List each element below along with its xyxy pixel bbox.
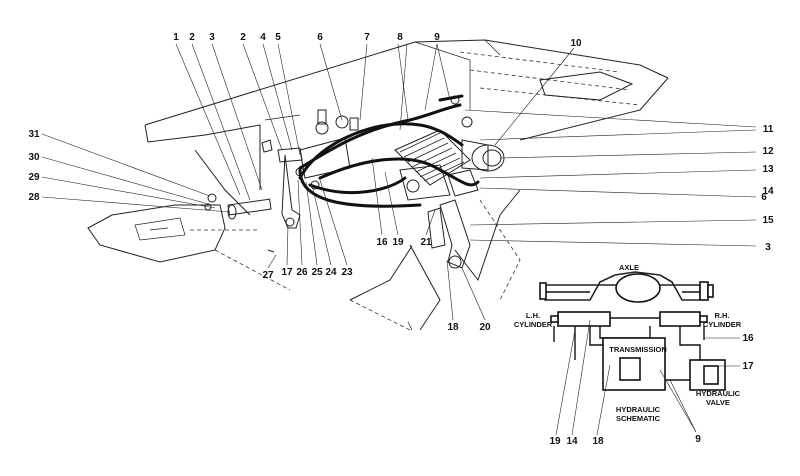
schematic-callout-18: 18 — [592, 436, 604, 447]
callout-6-right: 6 — [761, 192, 767, 203]
callouts-top: 1 2 3 2 4 5 6 7 8 9 10 — [173, 32, 582, 49]
callout-8: 8 — [397, 32, 403, 43]
callout-31: 31 — [28, 129, 40, 140]
callout-2: 2 — [189, 32, 195, 43]
lh-cylinder-label-1: L.H. — [526, 311, 540, 320]
schematic-callout-16: 16 — [742, 333, 754, 344]
hydraulic-valve-label-1: HYDRAULIC — [696, 389, 741, 398]
hoses — [298, 94, 480, 208]
schematic-callout-19: 19 — [549, 436, 561, 447]
callout-24: 24 — [325, 267, 337, 278]
callouts-bottom: 27 17 26 25 24 23 16 19 21 18 20 — [262, 237, 491, 333]
axle-label: AXLE — [619, 263, 639, 272]
callout-15: 15 — [762, 215, 774, 226]
callout-14: 14 — [762, 186, 774, 197]
callout-6: 6 — [317, 32, 323, 43]
callout-13: 13 — [762, 164, 774, 175]
callout-5: 5 — [275, 32, 281, 43]
callout-26: 26 — [296, 267, 308, 278]
components — [204, 95, 505, 269]
hydraulic-schematic-label-1: HYDRAULIC — [616, 405, 661, 414]
hydraulic-schematic: AXLE L.H. CYLINDER R.H. CYLINDER TRANSMI… — [514, 263, 754, 447]
callout-17: 17 — [281, 267, 293, 278]
hydraulic-schematic-label-2: SCHEMATIC — [616, 414, 661, 423]
callout-12: 12 — [762, 146, 774, 157]
pump — [394, 129, 471, 186]
schematic-callout-9: 9 — [695, 434, 701, 445]
callout-27: 27 — [262, 270, 274, 281]
callout-3: 3 — [209, 32, 215, 43]
schematic-callout-17: 17 — [742, 361, 754, 372]
rh-cylinder-label-1: R.H. — [715, 311, 730, 320]
callout-18: 18 — [447, 322, 459, 333]
callout-1: 1 — [173, 32, 179, 43]
callout-16: 16 — [376, 237, 388, 248]
hydraulic-valve-label-2: VALVE — [706, 398, 730, 407]
callout-21: 21 — [420, 237, 432, 248]
callout-23: 23 — [341, 267, 353, 278]
rh-cylinder-label-2: CYLINDER — [703, 320, 742, 329]
transmission-label: TRANSMISSION — [609, 345, 667, 354]
lh-cylinder-label-2: CYLINDER — [514, 320, 553, 329]
callout-20: 20 — [479, 322, 491, 333]
leader-lines — [41, 43, 757, 321]
callout-10: 10 — [570, 38, 582, 49]
callouts-left: 31 30 29 28 — [28, 129, 40, 203]
callout-28: 28 — [28, 192, 40, 203]
callout-4: 4 — [260, 32, 266, 43]
callout-2b: 2 — [240, 32, 246, 43]
callout-19: 19 — [392, 237, 404, 248]
callout-7: 7 — [364, 32, 370, 43]
callout-9: 9 — [434, 32, 440, 43]
frame-sketch — [87, 39, 669, 331]
callout-29: 29 — [28, 172, 40, 183]
schematic-callout-14: 14 — [566, 436, 578, 447]
callout-3b: 3 — [765, 242, 771, 253]
callout-30: 30 — [28, 152, 40, 163]
callout-11: 11 — [763, 124, 774, 135]
callouts-right: 11 12 13 14 6 15 3 — [762, 124, 774, 253]
callout-25: 25 — [311, 267, 323, 278]
